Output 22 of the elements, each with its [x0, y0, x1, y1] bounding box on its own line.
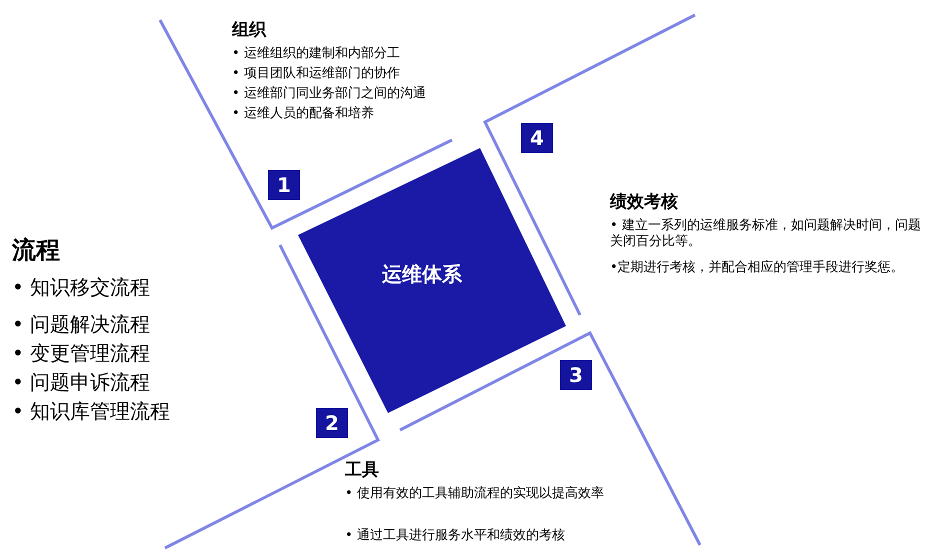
bullet-item: • 通过工具进行服务水平和绩效的考核	[345, 528, 566, 544]
section-heading: 绩效考核	[610, 192, 679, 214]
bullet-item: • 知识移交流程	[12, 275, 152, 300]
number-badge: 3	[560, 360, 592, 390]
bullet-item: • 建立一系列的运维服务标准，如问题解决时间，问题关闭百分比等。	[610, 218, 922, 250]
bullet-item: • 运维部门同业务部门之间的沟通	[232, 86, 427, 102]
bullet-item: • 项目团队和运维部门的协作	[232, 66, 401, 82]
bullet-item: • 使用有效的工具辅助流程的实现以提高效率	[345, 486, 605, 502]
number-badge: 2	[316, 408, 348, 438]
bullet-item: • 运维人员的配备和培养	[232, 106, 375, 122]
bullet-item: • 知识库管理流程	[12, 399, 172, 424]
bullet-item: • 问题解决流程	[12, 312, 152, 337]
section-heading: 组织	[232, 20, 268, 42]
bullet-item: • 运维组织的建制和内部分工	[232, 46, 401, 62]
number-badge: 1	[268, 170, 300, 200]
section-heading: 工具	[345, 460, 380, 482]
number-badge: 4	[521, 123, 553, 153]
bullet-item: •定期进行考核，并配合相应的管理手段进行奖惩。	[610, 260, 905, 276]
section-heading: 流程	[12, 235, 61, 265]
bullet-item: • 变更管理流程	[12, 341, 152, 366]
bullet-item: • 问题申诉流程	[12, 370, 152, 395]
center-label: 运维体系	[382, 262, 462, 287]
